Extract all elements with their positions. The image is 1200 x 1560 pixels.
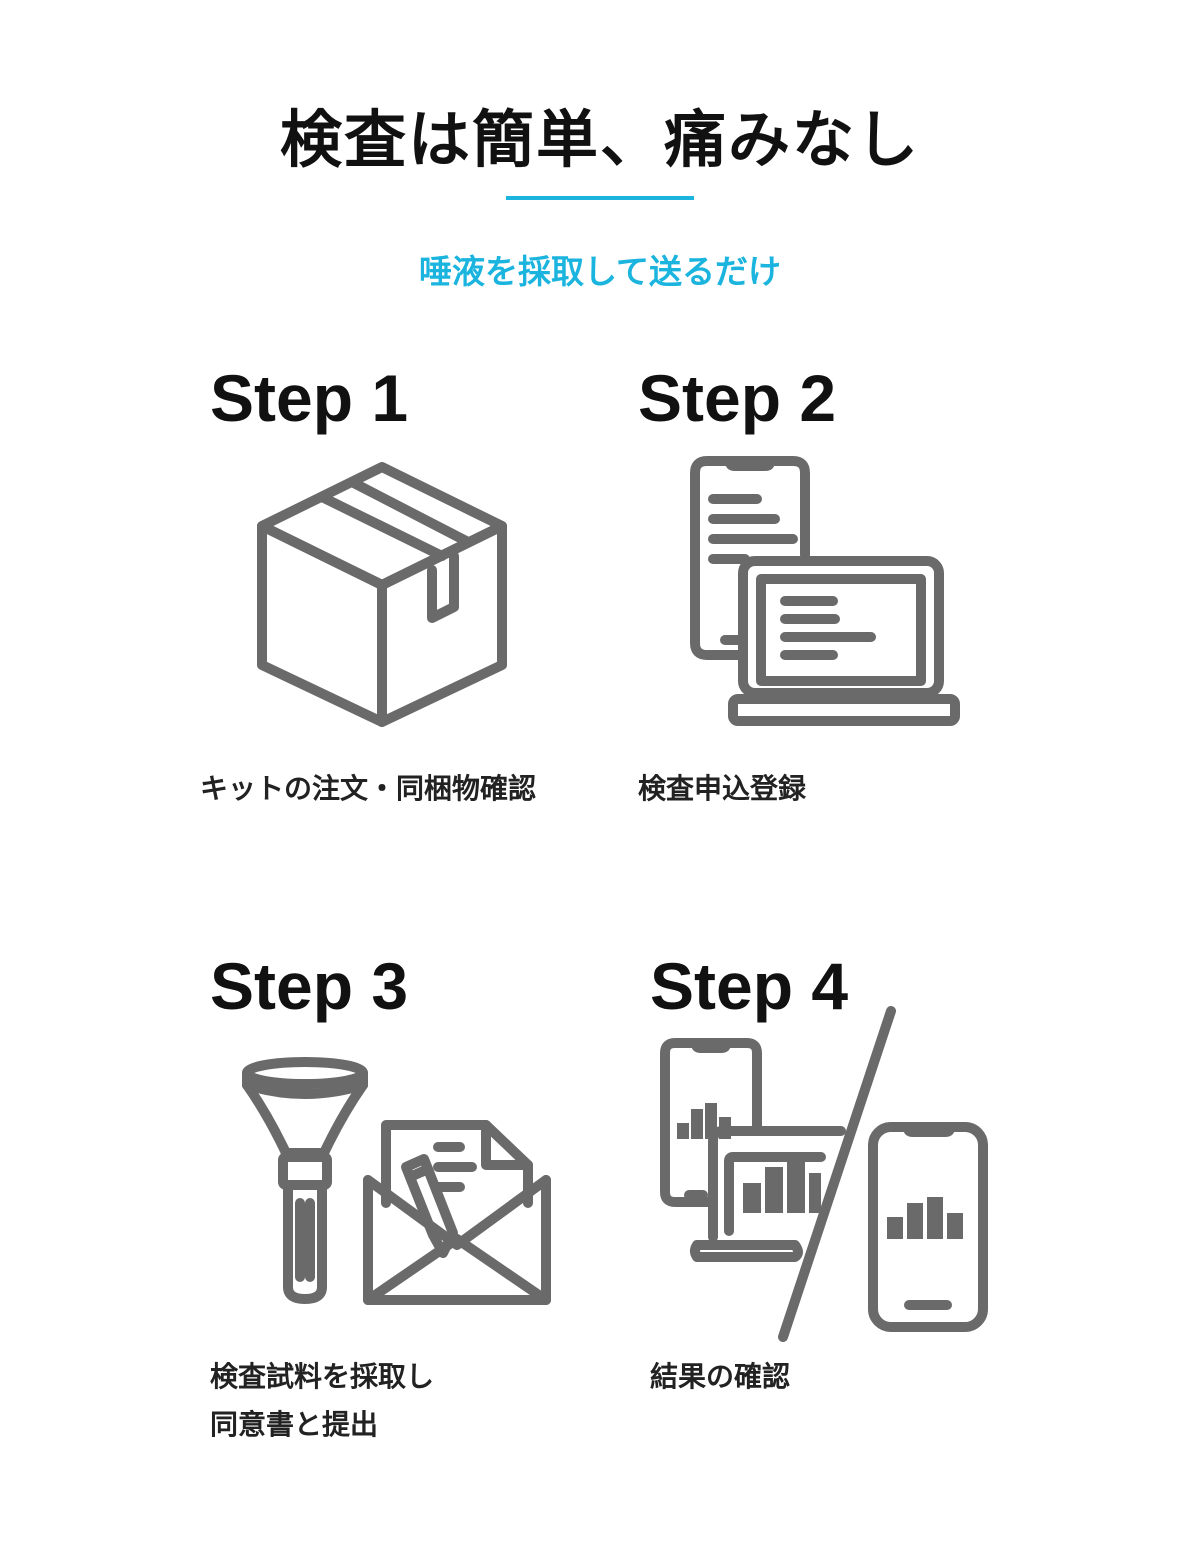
phone-laptop-icon (690, 456, 960, 726)
saliva-kit-envelope-icon (242, 1057, 551, 1305)
title-underline (506, 196, 694, 200)
step-4-description-line: 結果の確認 (650, 1360, 791, 1393)
step-3-description: 検査試料を採取し 同意書と提出 (210, 1353, 434, 1449)
step-1-title: Step 1 (210, 361, 409, 435)
step-1-description: キットの注文・同梱物確認 (200, 765, 536, 813)
package-box-icon (257, 462, 507, 727)
step-2-description: 検査申込登録 (638, 765, 806, 813)
step-2-description-line: 検査申込登録 (638, 772, 807, 805)
step-3-title: Step 3 (210, 949, 409, 1023)
step-4-description: 結果の確認 (650, 1353, 790, 1401)
step-3-description-line: 同意書と提出 (210, 1408, 379, 1441)
page-title: 検査は簡単、痛みなし (279, 103, 920, 176)
step-3-description-line: 検査試料を採取し (210, 1360, 435, 1393)
step-4-title: Step 4 (650, 949, 849, 1023)
step-2-title: Step 2 (638, 361, 837, 435)
step-1-description-line: キットの注文・同梱物確認 (200, 772, 537, 805)
page-subtitle: 唾液を採取して送るだけ (418, 252, 781, 291)
results-devices-icon (660, 1006, 988, 1342)
